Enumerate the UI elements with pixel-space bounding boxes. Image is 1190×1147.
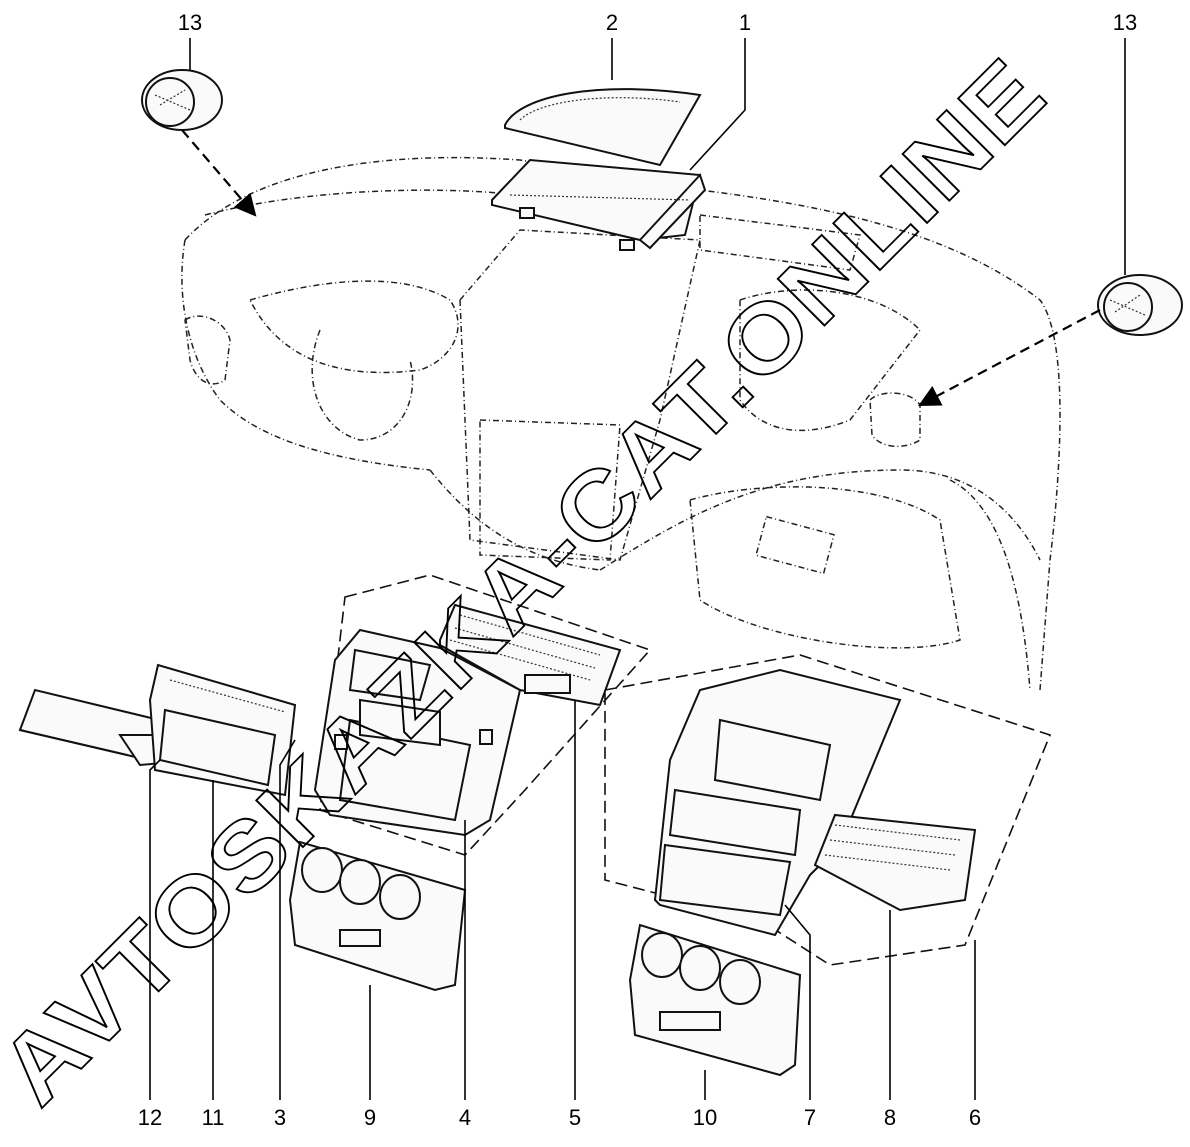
group-outline-right bbox=[604, 654, 1052, 966]
callout-5: 5 bbox=[569, 1105, 581, 1130]
callout-7: 7 bbox=[804, 1105, 816, 1130]
callout-10: 10 bbox=[693, 1105, 717, 1130]
part-13-air-vent-left bbox=[141, 69, 223, 131]
part-8-air-vent-unit-right bbox=[813, 813, 977, 912]
part-10-climate-control-panel-right bbox=[628, 923, 802, 1077]
leader-lines bbox=[149, 38, 1126, 1100]
callout-4: 4 bbox=[459, 1105, 471, 1130]
install-arrow-right bbox=[918, 309, 1101, 407]
callout-numbers: 13 2 1 13 12 11 3 9 4 5 10 7 8 6 bbox=[138, 10, 1137, 1130]
callout-2: 2 bbox=[606, 10, 618, 35]
part-2-lid bbox=[504, 88, 702, 167]
callout-13-left: 13 bbox=[178, 10, 202, 35]
callout-9: 9 bbox=[364, 1105, 376, 1130]
callout-6: 6 bbox=[969, 1105, 981, 1130]
part-1-tray bbox=[491, 158, 707, 251]
callout-11: 11 bbox=[202, 1105, 225, 1130]
callout-3: 3 bbox=[274, 1105, 286, 1130]
callout-1: 1 bbox=[739, 10, 751, 35]
group-outline-left bbox=[319, 574, 652, 856]
part-11-display-frame bbox=[148, 663, 297, 797]
part-5-air-vent-unit bbox=[439, 603, 622, 707]
install-arrow-left bbox=[181, 129, 257, 217]
callout-8: 8 bbox=[884, 1105, 896, 1130]
part-13-air-vent-right bbox=[1097, 274, 1183, 336]
callout-12: 12 bbox=[138, 1105, 162, 1130]
callout-13-right: 13 bbox=[1113, 10, 1137, 35]
part-9-climate-control-panel-left bbox=[288, 840, 467, 992]
part-4-center-console-frame bbox=[313, 628, 522, 837]
part-7-console-frame-right bbox=[653, 668, 902, 937]
